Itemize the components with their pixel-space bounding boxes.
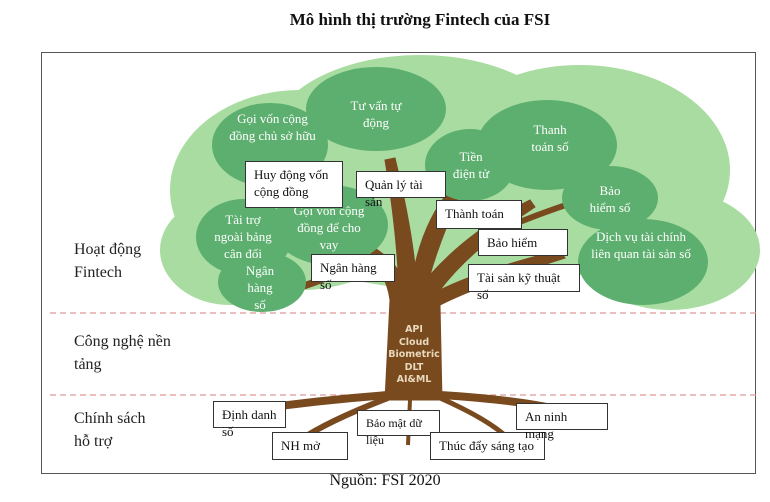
- leaf-digital-insurance: [562, 166, 658, 230]
- branch-box-insurance: Bảo hiểm: [478, 229, 568, 256]
- layer-label-activities: Hoạt động Fintech: [74, 241, 142, 281]
- leaf-label: Ngân hàng số: [245, 263, 275, 312]
- policy-box: Bảo mật dữ liệu: [357, 410, 440, 447]
- leaf-label: Tiền điện tử: [452, 149, 490, 181]
- leaf-ellipses: [196, 67, 708, 312]
- leaf-label: Gọi vốn cộng đồng chủ sở hữu: [229, 111, 316, 143]
- leaf-label: Gọi vốn cộng đồng để cho vay: [293, 203, 365, 252]
- branch-box-crowdfunding: Huy động vốn cộng đồng: [245, 161, 343, 208]
- policy-box: Thúc đẩy sáng tạo: [430, 432, 545, 460]
- layer-label-policy: Chính sách hỗ trợ: [74, 410, 146, 450]
- layer-label-technology: Công nghệ nền tảng: [74, 333, 171, 373]
- branch-box-digital-assets: Tài sản kỹ thuật số: [468, 264, 580, 302]
- diagram-title: Mô hình thị trường Fintech của FSI: [289, 10, 551, 29]
- branch-box-digital-bank: Ngân hàng số: [311, 254, 395, 292]
- branch-box-wealth-management: Quản lý tài sản: [356, 171, 446, 209]
- branch-box-payment: Thành toán: [436, 200, 522, 229]
- technology-item: DLT: [404, 361, 424, 373]
- leaf-label: Thanh toán số: [531, 122, 569, 154]
- leaf-robo-advisory: [306, 67, 446, 151]
- source-caption: Nguồn: FSI 2020: [329, 472, 441, 489]
- leaf-label: Dịch vụ tài chính liên quan tài sản số: [591, 229, 691, 261]
- technology-item: Biometric: [388, 349, 440, 360]
- technology-item: AI&ML: [396, 374, 432, 385]
- leaf-label: Tài trợ ngoài bảng cân đối: [214, 212, 272, 261]
- policy-box: NH mở: [272, 432, 348, 460]
- leaf-digital-payment: [477, 100, 617, 190]
- leaf-digital-bank: [218, 252, 306, 312]
- leaf-label: Bảo hiểm số: [589, 183, 631, 215]
- leaf-label: Tư vấn tự động: [350, 98, 402, 130]
- technology-list: API Cloud Biometric DLT AI&ML: [386, 324, 442, 387]
- policy-box: An ninh mạng: [516, 403, 608, 441]
- technology-item: API: [405, 324, 423, 335]
- policy-box: Định danh số: [213, 401, 286, 439]
- technology-item: Cloud: [398, 336, 430, 348]
- leaf-digital-asset-services: [578, 219, 708, 305]
